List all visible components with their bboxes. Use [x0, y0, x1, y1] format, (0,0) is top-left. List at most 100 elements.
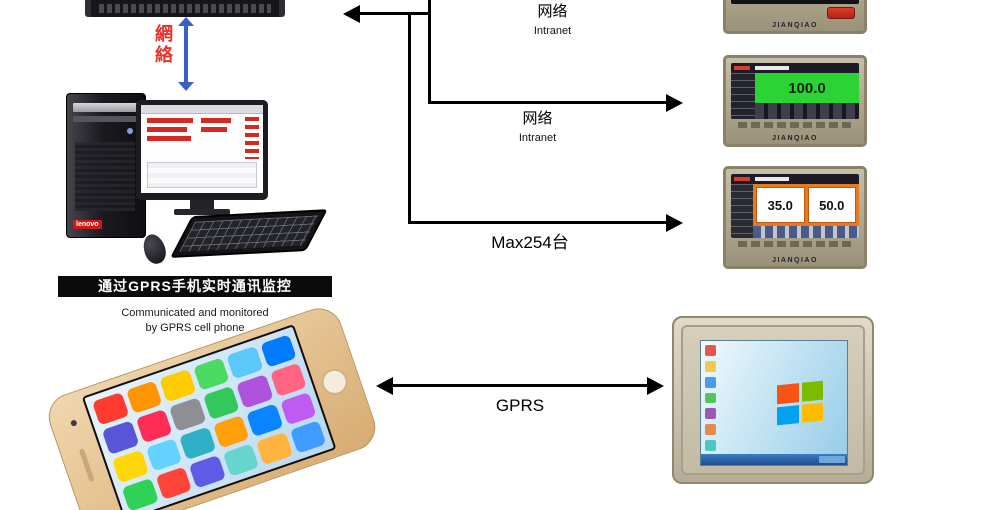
desktop-icon [705, 345, 716, 356]
caption-line1: Communicated and monitored [121, 307, 269, 319]
desktop-icon [705, 392, 716, 404]
gprs-link-line [393, 384, 647, 387]
pc-keyboard [170, 209, 328, 258]
app-icon [279, 391, 317, 426]
app-icon [222, 443, 260, 478]
windows-logo-square [777, 404, 799, 426]
arrowhead-left-icon [376, 377, 393, 395]
drive-bay [73, 116, 137, 122]
desktop-icon [705, 440, 716, 452]
desktop-icon [705, 376, 716, 388]
arrowhead-right-icon [666, 94, 683, 112]
switch-ports [99, 4, 271, 13]
app-icon [188, 454, 226, 489]
app-icon [245, 403, 283, 437]
controller-unit-mid: 100.0 JIANQIAO [723, 55, 867, 147]
arrow-shaft [184, 24, 188, 84]
arrowhead-left-icon [343, 5, 360, 23]
hmi-touch-panel [672, 316, 874, 484]
line-to-controller-mid [428, 101, 666, 104]
menu-column [731, 73, 755, 119]
app-icon [192, 357, 230, 392]
desktop-icon [705, 360, 716, 372]
red-text-row [147, 127, 187, 132]
screen-header [731, 174, 859, 184]
app-toolbar [141, 105, 263, 114]
app-icon [269, 362, 307, 397]
line-to-switch [360, 12, 430, 15]
pc-tower: lenovo [66, 93, 146, 238]
value-panel: 35.0 50.0 [753, 184, 859, 226]
lan-label-vertical: 網絡 [153, 24, 173, 66]
app-icon [125, 380, 163, 415]
soft-keys [755, 103, 859, 119]
app-icon [111, 449, 149, 484]
phone-screen [81, 324, 337, 510]
label-cn: 网络 [537, 3, 568, 20]
red-text-row [201, 118, 231, 123]
pc-monitor [136, 100, 268, 218]
app-icon [155, 466, 193, 501]
arrow-up-icon [178, 17, 194, 26]
temperature-display: 35.0 [756, 187, 805, 223]
gprs-banner: 通过GPRS手机实时通讯监控 [58, 276, 332, 297]
power-button-icon [127, 128, 133, 134]
controller-buttons [738, 241, 852, 247]
controller-unit-bottom: 35.0 50.0 JIANQIAO [723, 166, 867, 269]
link-label-gprs: GPRS [495, 396, 545, 415]
app-icon [178, 426, 216, 460]
trunk-line-max [408, 12, 411, 224]
app-icon [236, 374, 274, 409]
app-icon [226, 345, 264, 380]
windows-logo-square [777, 383, 799, 404]
link-label-max-units: Max254台 [491, 233, 569, 252]
app-icon [121, 477, 159, 510]
app-icon [202, 385, 240, 420]
gprs-caption: Communicated and monitored by GPRS cell … [70, 306, 320, 336]
optical-drive [73, 103, 137, 112]
red-text-row [147, 118, 193, 123]
controller-buttons [738, 122, 852, 128]
arrowhead-right-icon [666, 214, 683, 232]
controller-red-button [827, 7, 855, 19]
label-en: Intranet [533, 25, 572, 37]
camera-icon [69, 419, 78, 427]
phone-app-grid [91, 334, 327, 510]
controller-unit-top: JIANQIAO [723, 0, 867, 34]
app-icon [159, 368, 197, 403]
controller-screen: 100.0 [731, 63, 859, 119]
pc-brand-logo: lenovo [73, 220, 102, 229]
tower-vents [75, 142, 135, 211]
app-icon [259, 334, 297, 369]
humidity-display: 50.0 [807, 187, 856, 223]
temperature-display: 100.0 [755, 73, 859, 103]
controller-screen: 35.0 50.0 [731, 174, 859, 238]
monitor-frame [136, 100, 268, 200]
screen-header [731, 63, 859, 73]
link-label-intranet-top: 网络 Intranet [470, 3, 635, 38]
data-table [147, 162, 257, 188]
windows-logo-square [801, 402, 823, 423]
arrow-down-icon [178, 82, 194, 91]
arrowhead-right-icon [647, 377, 664, 395]
monitor-neck [190, 200, 214, 209]
app-icon [255, 431, 293, 466]
keyboard-keys [179, 215, 319, 252]
ethernet-switch [85, 0, 285, 17]
lan-double-arrow-icon [178, 17, 194, 91]
monitor-base [174, 209, 230, 215]
taskbar-tray [819, 456, 845, 463]
app-icon [168, 397, 206, 432]
header-white-text [755, 177, 789, 181]
caption-line2: by GPRS cell phone [145, 322, 245, 334]
menu-column [731, 184, 753, 238]
home-button-icon [318, 365, 352, 399]
desktop-icons [705, 345, 719, 452]
app-icon [101, 420, 139, 455]
taskbar [701, 454, 847, 465]
desktop-icon [705, 408, 716, 420]
speaker-icon [78, 448, 95, 483]
app-icon [135, 409, 173, 443]
app-icon [289, 420, 327, 454]
